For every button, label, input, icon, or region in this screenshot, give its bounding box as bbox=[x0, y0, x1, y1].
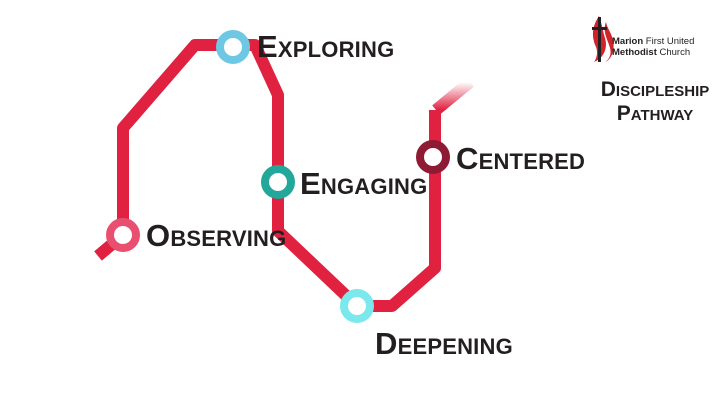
stop-engaging-marker bbox=[261, 165, 295, 199]
church-logo: Marion First United Methodist Church bbox=[588, 14, 716, 64]
discipleship-pathway-title: DISCIPLESHIP PATHWAY bbox=[600, 78, 710, 126]
stop-exploring-label: EXPLORING bbox=[257, 29, 395, 64]
cross-and-flame-icon bbox=[592, 16, 614, 62]
stop-observing-label: OBSERVING bbox=[146, 218, 287, 253]
stop-observing-marker bbox=[106, 218, 140, 252]
stop-centered-label: CENTERED bbox=[456, 141, 586, 176]
stop-engaging-label: ENGAGING bbox=[300, 166, 428, 201]
stop-deepening-marker bbox=[340, 289, 374, 323]
stop-exploring-marker bbox=[216, 30, 250, 64]
church-name: Marion First United Methodist Church bbox=[612, 36, 695, 58]
route-end-fade bbox=[432, 77, 474, 115]
route-line bbox=[94, 39, 441, 312]
stop-deepening-label: DEEPENING bbox=[375, 326, 513, 361]
stop-centered-marker bbox=[416, 140, 450, 174]
